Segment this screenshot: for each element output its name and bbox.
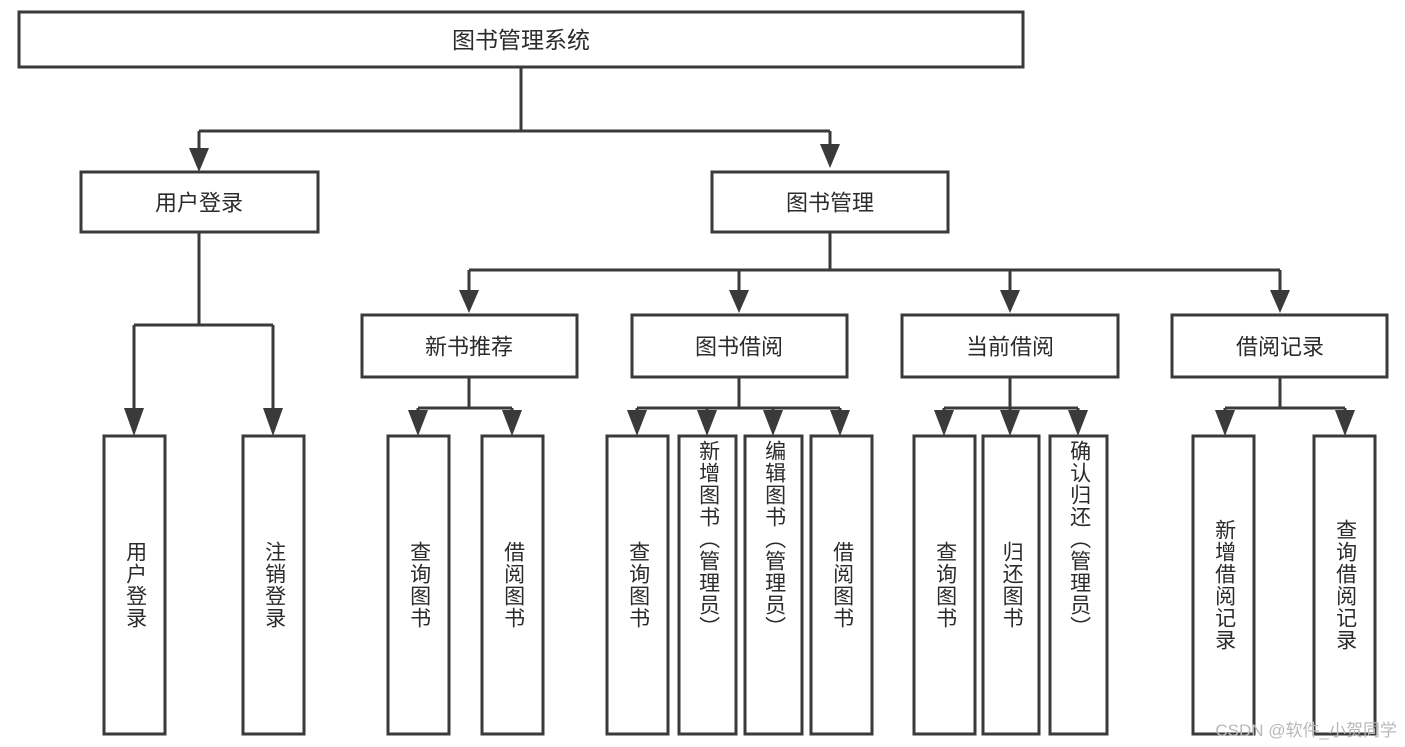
arrowhead-book-borrow bbox=[729, 290, 749, 313]
node-leaf-cb-query-book-box[interactable] bbox=[912, 434, 977, 736]
node-new-book-recommend-label: 新书推荐 bbox=[425, 335, 513, 360]
node-leaf-nbr-borrow-book-box[interactable] bbox=[480, 434, 545, 736]
node-book-manage[interactable]: 图书管理 bbox=[710, 170, 950, 234]
node-leaf-cb-confirm-return-box[interactable] bbox=[1048, 434, 1109, 736]
node-leaf-logout-box[interactable] bbox=[241, 434, 306, 736]
node-root-label: 图书管理系统 bbox=[452, 27, 590, 53]
arrowhead-br-leaf-1 bbox=[1215, 410, 1235, 436]
node-user-login-box[interactable] bbox=[79, 170, 320, 234]
node-leaf-user-login-box[interactable] bbox=[102, 434, 167, 736]
node-leaf-cb-return-book-box[interactable] bbox=[981, 434, 1041, 736]
arrowhead-borrow-record bbox=[1270, 290, 1290, 313]
node-leaf-bb-query-book-box[interactable] bbox=[605, 434, 670, 736]
node-borrow-record-box[interactable] bbox=[1170, 313, 1389, 379]
node-book-borrow[interactable]: 图书借阅 bbox=[630, 313, 849, 379]
node-leaf-bb-add-book-box[interactable] bbox=[677, 434, 738, 736]
node-book-manage-box[interactable] bbox=[710, 170, 950, 234]
watermark: CSDN @软件_小贺同学 bbox=[1215, 721, 1397, 740]
arrowhead-br-leaf-2 bbox=[1335, 410, 1355, 436]
node-book-borrow-label: 图书借阅 bbox=[695, 335, 783, 360]
arrowhead-leaf-logout bbox=[263, 408, 283, 436]
node-user-login[interactable]: 用户登录 bbox=[79, 170, 320, 234]
arrowhead-bb-leaf-4 bbox=[830, 410, 850, 436]
node-borrow-record-label: 借阅记录 bbox=[1236, 335, 1324, 360]
node-book-manage-label: 图书管理 bbox=[786, 191, 874, 216]
node-leaf-bb-borrow-book-box[interactable] bbox=[809, 434, 874, 736]
arrowhead-book-manage bbox=[820, 144, 840, 168]
node-book-borrow-box[interactable] bbox=[630, 313, 849, 379]
node-current-borrow-label: 当前借阅 bbox=[966, 335, 1054, 360]
node-user-login-label: 用户登录 bbox=[155, 191, 243, 216]
node-current-borrow-box[interactable] bbox=[900, 313, 1120, 379]
connectors bbox=[124, 67, 1355, 436]
arrowhead-cb-leaf-3 bbox=[1068, 410, 1088, 436]
arrowhead-user-login bbox=[189, 148, 209, 172]
node-leaf-bb-edit-book-box[interactable] bbox=[743, 434, 804, 736]
arrowhead-nbr-leaf-2 bbox=[502, 410, 522, 436]
arrowhead-cb-leaf-1 bbox=[934, 410, 954, 436]
arrowhead-bb-leaf-3 bbox=[763, 410, 783, 436]
node-root-box[interactable] bbox=[17, 10, 1025, 69]
arrowhead-current-borrow bbox=[1000, 290, 1020, 313]
node-root[interactable]: 图书管理系统 bbox=[17, 10, 1025, 69]
node-leaf-br-query-record-box[interactable] bbox=[1312, 434, 1377, 736]
node-current-borrow[interactable]: 当前借阅 bbox=[900, 313, 1120, 379]
arrowhead-new-book-recommend bbox=[459, 290, 479, 313]
node-new-book-recommend-box[interactable] bbox=[360, 313, 579, 379]
arrowhead-leaf-user-login bbox=[124, 408, 144, 436]
node-new-book-recommend[interactable]: 新书推荐 bbox=[360, 313, 579, 379]
arrowhead-cb-leaf-2 bbox=[1000, 410, 1020, 436]
node-borrow-record[interactable]: 借阅记录 bbox=[1170, 313, 1389, 379]
arrowhead-nbr-leaf-1 bbox=[408, 410, 428, 436]
arrowhead-bb-leaf-2 bbox=[697, 410, 717, 436]
arrowhead-bb-leaf-1 bbox=[627, 410, 647, 436]
node-leaf-nbr-query-book-box[interactable] bbox=[386, 434, 451, 736]
node-leaf-br-add-record-box[interactable] bbox=[1191, 434, 1256, 736]
